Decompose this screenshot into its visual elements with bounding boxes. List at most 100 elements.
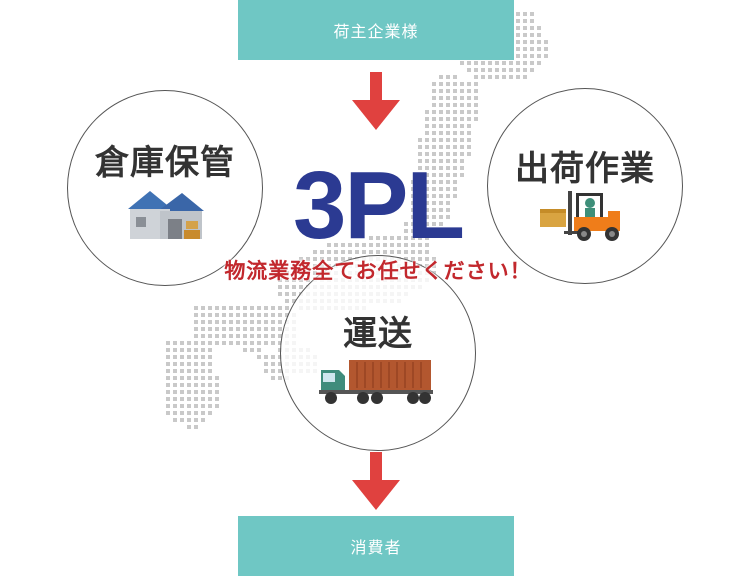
map-dot <box>229 313 233 317</box>
map-dot <box>467 145 471 149</box>
map-dot <box>446 166 450 170</box>
map-dot <box>439 145 443 149</box>
map-dot <box>278 285 282 289</box>
map-dot <box>502 61 506 65</box>
map-dot <box>432 229 436 233</box>
map-dot <box>180 411 184 415</box>
map-dot <box>208 397 212 401</box>
map-dot <box>404 250 408 254</box>
map-dot <box>439 138 443 142</box>
map-dot <box>166 369 170 373</box>
map-dot <box>432 110 436 114</box>
map-dot <box>271 327 275 331</box>
map-dot <box>453 96 457 100</box>
map-dot <box>467 152 471 156</box>
map-dot <box>411 180 415 184</box>
map-dot <box>201 376 205 380</box>
map-dot <box>334 250 338 254</box>
map-dot <box>432 180 436 184</box>
map-dot <box>418 215 422 219</box>
map-dot <box>257 306 261 310</box>
map-dot <box>383 243 387 247</box>
map-dot <box>495 75 499 79</box>
map-dot <box>544 54 548 58</box>
map-dot <box>201 313 205 317</box>
map-dot <box>439 180 443 184</box>
map-dot <box>271 341 275 345</box>
map-dot <box>453 138 457 142</box>
map-dot <box>173 355 177 359</box>
map-dot <box>264 362 268 366</box>
map-dot <box>516 12 520 16</box>
map-dot <box>418 159 422 163</box>
map-dot <box>299 285 303 289</box>
shipping-work-label: 出荷作業 <box>515 149 655 189</box>
map-dot <box>425 229 429 233</box>
map-dot <box>250 341 254 345</box>
map-dot <box>523 26 527 30</box>
map-dot <box>404 222 408 226</box>
map-dot <box>495 61 499 65</box>
map-dot <box>222 320 226 324</box>
map-dot <box>271 334 275 338</box>
map-dot <box>313 271 317 275</box>
map-dot <box>208 362 212 366</box>
map-dot <box>222 334 226 338</box>
map-dot <box>194 404 198 408</box>
down-arrow-icon <box>352 72 400 130</box>
map-dot <box>229 306 233 310</box>
map-dot <box>432 208 436 212</box>
map-dot <box>201 383 205 387</box>
map-dot <box>194 348 198 352</box>
map-dot <box>264 369 268 373</box>
map-dot <box>432 82 436 86</box>
map-dot <box>404 243 408 247</box>
map-dot <box>411 250 415 254</box>
map-dot <box>250 306 254 310</box>
map-dot <box>502 68 506 72</box>
map-dot <box>187 341 191 345</box>
map-dot <box>194 306 198 310</box>
map-dot <box>208 306 212 310</box>
map-dot <box>439 152 443 156</box>
map-dot <box>460 89 464 93</box>
map-dot <box>187 397 191 401</box>
map-dot <box>453 124 457 128</box>
map-dot <box>460 117 464 121</box>
map-dot <box>439 222 443 226</box>
map-dot <box>180 355 184 359</box>
map-dot <box>446 208 450 212</box>
map-dot <box>537 33 541 37</box>
map-dot <box>418 201 422 205</box>
map-dot <box>425 166 429 170</box>
map-dot <box>278 306 282 310</box>
down-arrow-icon <box>352 452 400 510</box>
consumer-label-bar: 消費者 <box>238 516 514 576</box>
map-dot <box>320 264 324 268</box>
map-dot <box>474 61 478 65</box>
map-dot <box>320 257 324 261</box>
map-dot <box>285 285 289 289</box>
map-dot <box>201 362 205 366</box>
map-dot <box>432 131 436 135</box>
map-dot <box>523 19 527 23</box>
map-dot <box>194 320 198 324</box>
map-dot <box>467 68 471 72</box>
map-dot <box>432 194 436 198</box>
map-dot <box>397 250 401 254</box>
map-dot <box>425 152 429 156</box>
map-dot <box>180 362 184 366</box>
map-dot <box>453 145 457 149</box>
map-dot <box>201 341 205 345</box>
map-dot <box>208 369 212 373</box>
map-dot <box>446 187 450 191</box>
map-dot <box>516 54 520 58</box>
map-dot <box>425 201 429 205</box>
map-dot <box>376 236 380 240</box>
map-dot <box>278 278 282 282</box>
map-dot <box>348 243 352 247</box>
map-dot <box>229 334 233 338</box>
map-dot <box>432 222 436 226</box>
map-dot <box>173 376 177 380</box>
map-dot <box>439 159 443 163</box>
